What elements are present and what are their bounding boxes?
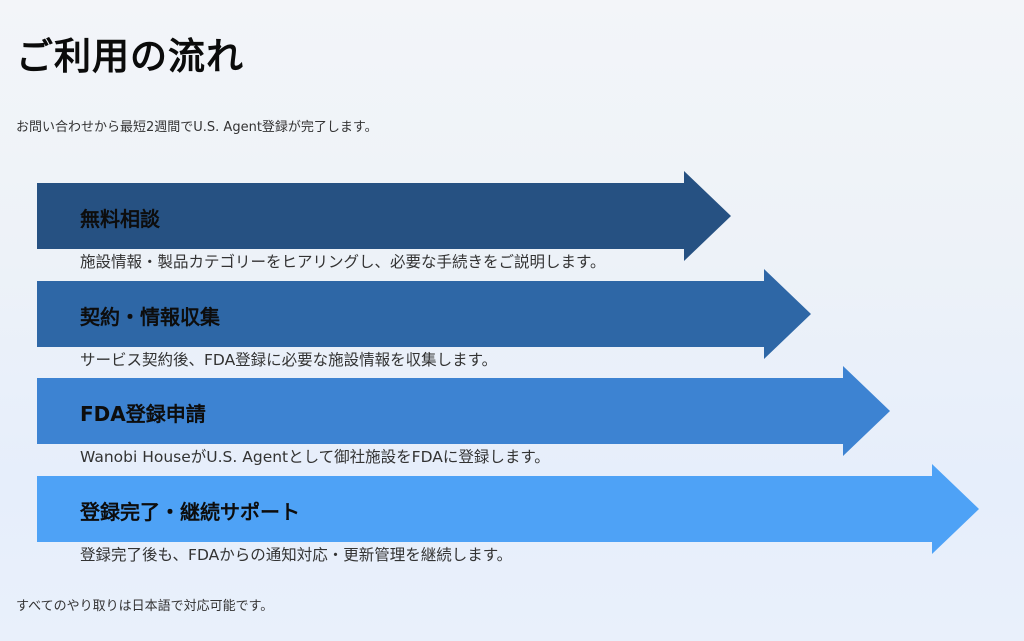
step-1: 無料相談 施設情報・製品カテゴリーをヒアリングし、必要な手続きをご説明します。 — [37, 171, 731, 271]
step-arrow-shape — [37, 269, 811, 359]
step-description: サービス契約後、FDA登録に必要な施設情報を収集します。 — [80, 351, 498, 369]
step-1-arrow — [37, 171, 731, 261]
step-title: FDA登録申請 — [80, 402, 206, 426]
step-2-arrow — [37, 269, 811, 359]
page-title: ご利用の流れ — [16, 35, 244, 78]
step-4: 登録完了・継続サポート 登録完了後も、FDAからの通知対応・更新管理を継続します… — [37, 464, 979, 564]
step-3-arrow — [37, 366, 890, 456]
step-arrow-shape — [37, 464, 979, 554]
footer-note: すべてのやり取りは日本語で対応可能です。 — [16, 599, 274, 614]
step-description: 登録完了後も、FDAからの通知対応・更新管理を継続します。 — [80, 546, 513, 564]
step-2: 契約・情報収集 サービス契約後、FDA登録に必要な施設情報を収集します。 — [37, 269, 811, 369]
step-title: 登録完了・継続サポート — [80, 500, 300, 524]
step-description: 施設情報・製品カテゴリーをヒアリングし、必要な手続きをご説明します。 — [80, 253, 606, 271]
step-3: FDA登録申請 Wanobi HouseがU.S. Agentとして御社施設をF… — [37, 366, 890, 466]
intro-text: お問い合わせから最短2週間でU.S. Agent登録が完了します。 — [16, 120, 378, 135]
step-title: 契約・情報収集 — [80, 305, 220, 329]
step-description: Wanobi HouseがU.S. Agentとして御社施設をFDAに登録します… — [80, 448, 550, 466]
step-4-arrow — [37, 464, 979, 554]
step-arrow-shape — [37, 366, 890, 456]
step-title: 無料相談 — [80, 207, 160, 231]
step-arrow-shape — [37, 171, 731, 261]
